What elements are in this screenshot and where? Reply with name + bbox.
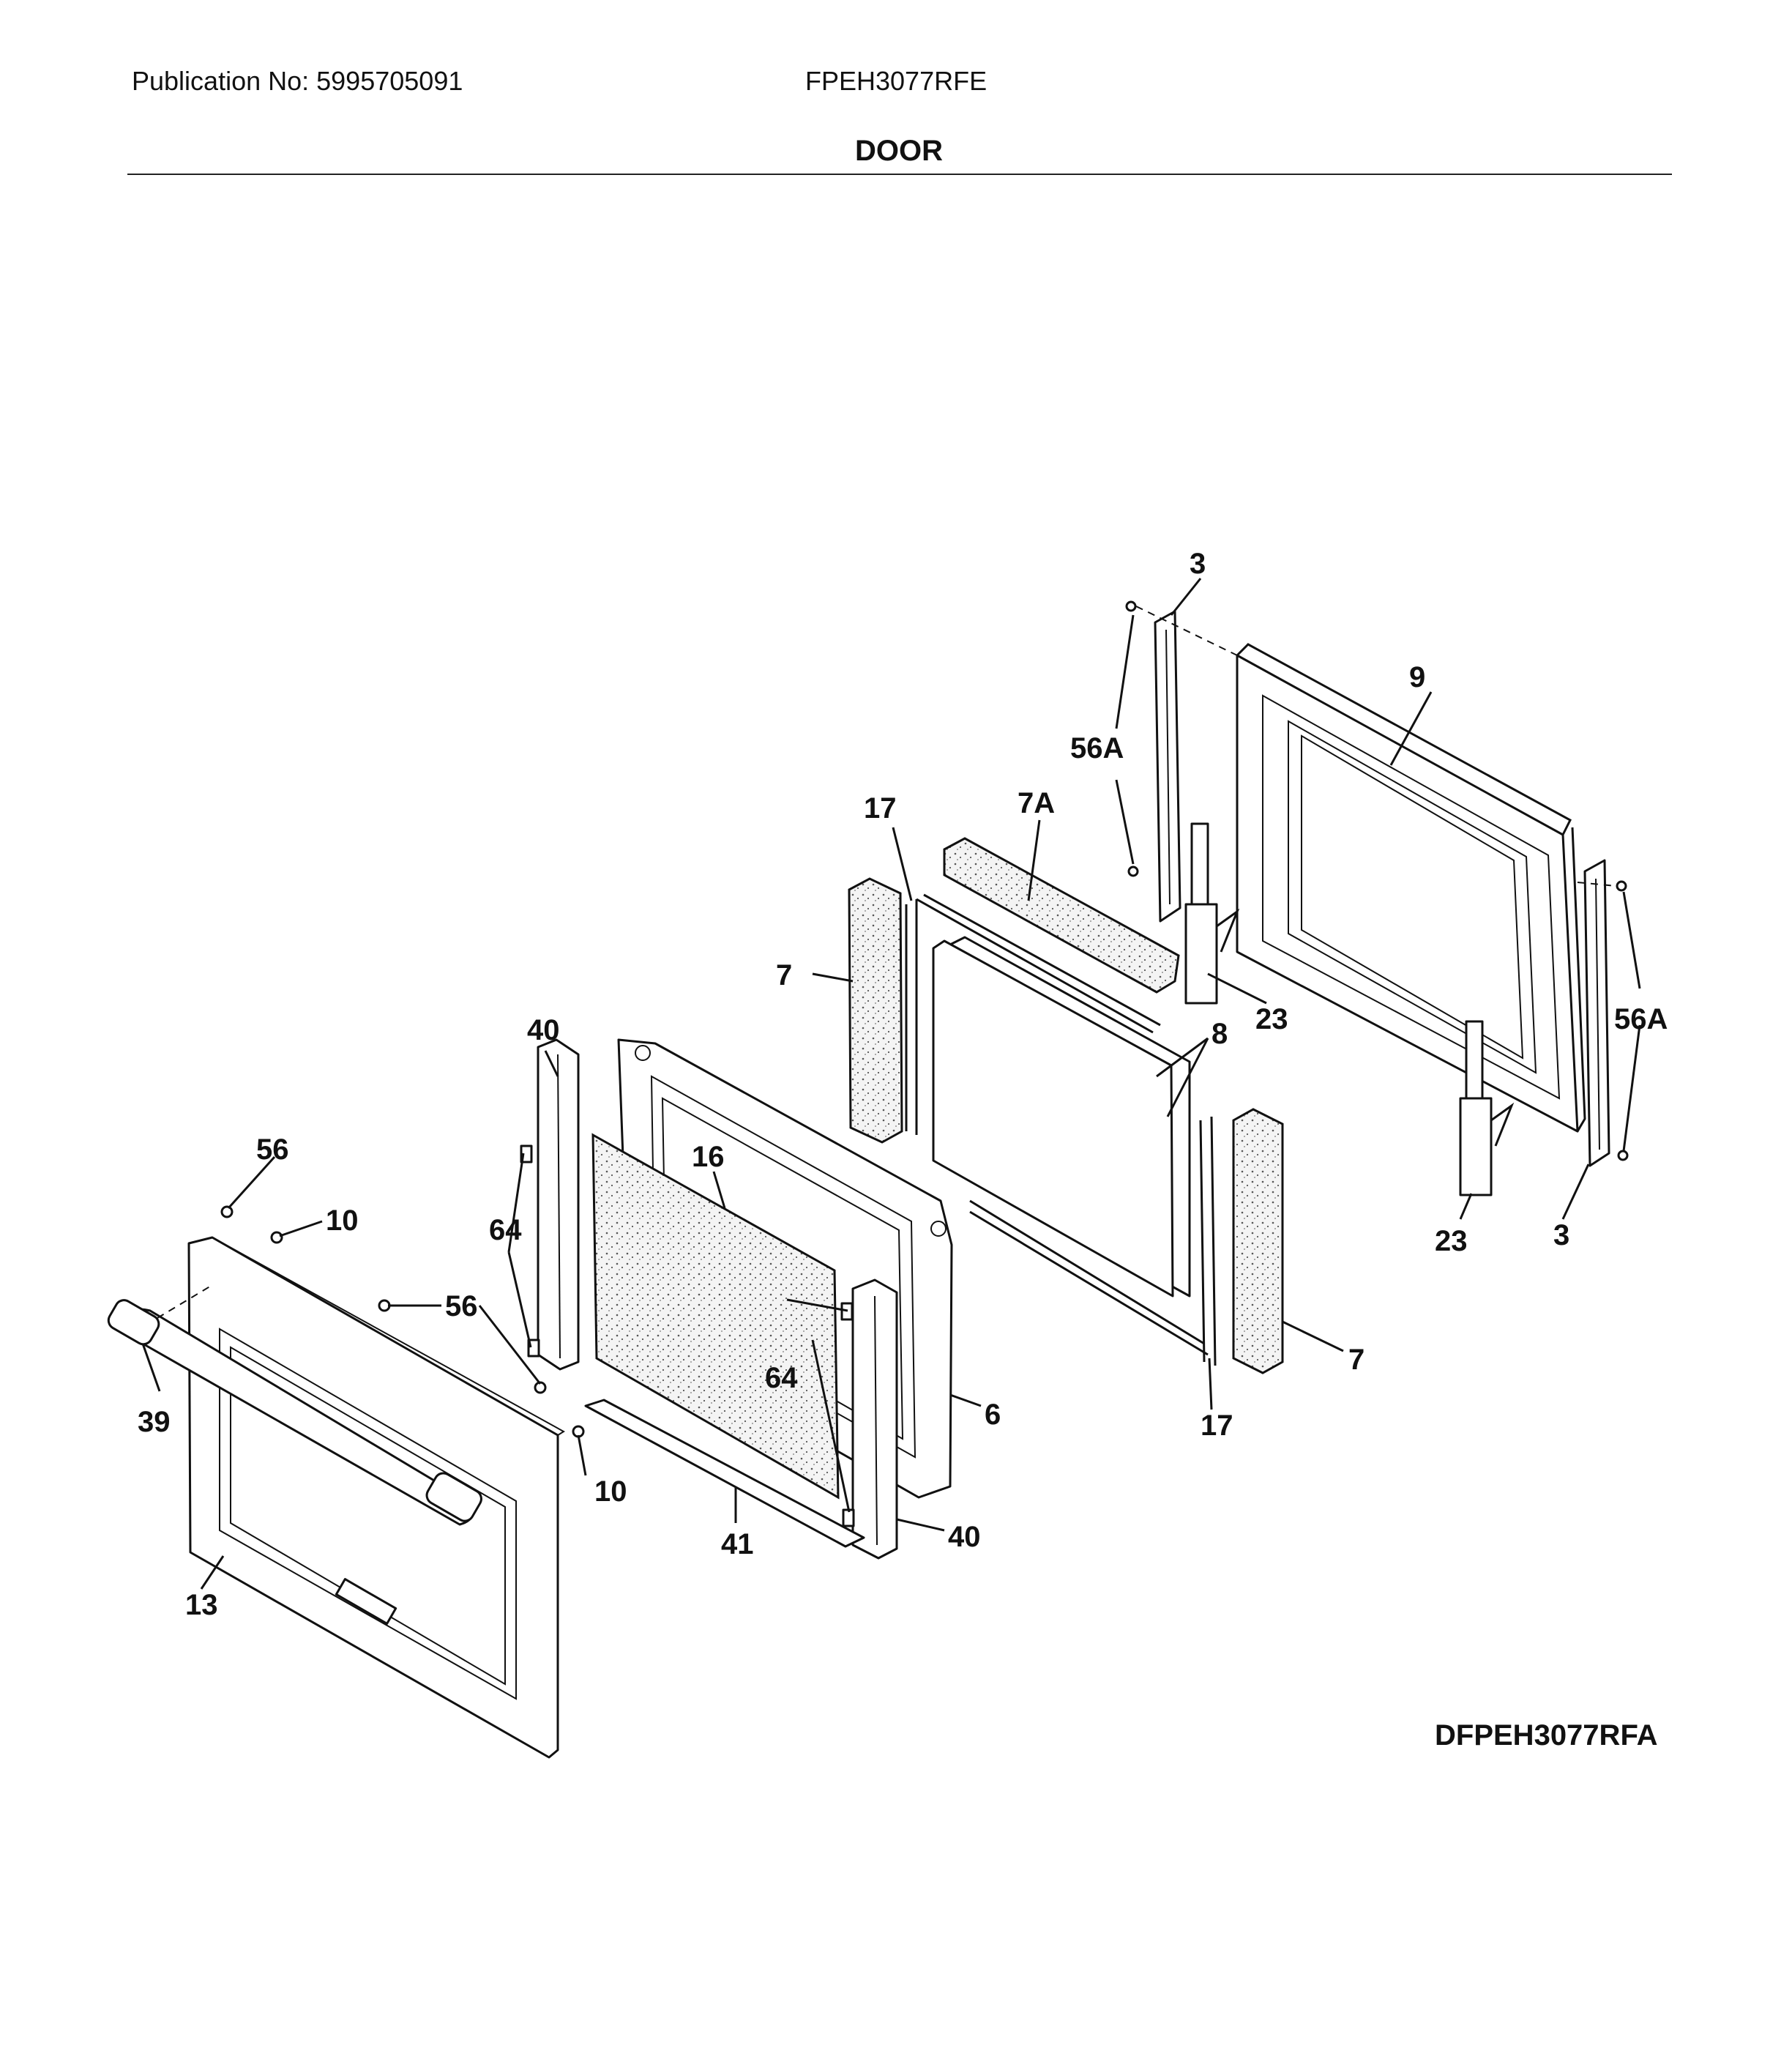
leader-lines <box>141 578 1641 1590</box>
door-handle <box>107 1284 482 1526</box>
callout-64a: 64 <box>489 1214 522 1246</box>
door-channel-right <box>840 1278 898 1560</box>
header-divider <box>127 174 1672 175</box>
callout-64b: 64 <box>765 1362 798 1394</box>
callout-23a: 23 <box>1255 1003 1288 1035</box>
insulation-right <box>1232 1108 1284 1374</box>
callout-9: 9 <box>1409 661 1425 693</box>
insulation-left <box>848 877 903 1144</box>
door-bottom-channel <box>584 1399 865 1548</box>
callout-labels: 3 9 56A 17 7A 7 23 8 56A 40 16 56 10 64 … <box>138 548 1668 1621</box>
callout-16: 16 <box>692 1141 725 1173</box>
section-title: DOOR <box>855 135 943 167</box>
callout-23b: 23 <box>1435 1225 1468 1257</box>
callout-17a: 17 <box>864 792 897 824</box>
inner-door-liner <box>1236 643 1586 1133</box>
callout-39: 39 <box>138 1406 171 1438</box>
hinge-channel-right <box>1583 859 1610 1167</box>
diagram-code: DFPEH3077RFA <box>1435 1719 1658 1751</box>
hinge-channel-left <box>1154 610 1181 923</box>
callout-56Aa: 56A <box>1070 732 1124 764</box>
callout-8: 8 <box>1212 1018 1228 1050</box>
callout-40b: 40 <box>948 1521 981 1553</box>
callout-56b: 56 <box>445 1290 478 1322</box>
callout-10b: 10 <box>594 1475 627 1508</box>
model-number: FPEH3077RFE <box>805 66 988 96</box>
callout-17b: 17 <box>1201 1410 1233 1442</box>
outer-door-panel <box>187 1236 565 1759</box>
callout-56a: 56 <box>256 1133 289 1166</box>
callout-6: 6 <box>985 1399 1001 1431</box>
publication-number: Publication No: 5995705091 <box>132 66 463 96</box>
hinge-lower <box>1459 1020 1515 1196</box>
callout-3b: 3 <box>1553 1219 1569 1251</box>
callout-10a: 10 <box>326 1205 359 1237</box>
callout-13: 13 <box>185 1589 218 1621</box>
glass-channel-left <box>905 893 1161 1135</box>
callout-40a: 40 <box>527 1014 560 1046</box>
hinge-upper <box>1184 822 1240 1005</box>
callout-41: 41 <box>721 1528 754 1560</box>
insulation-top <box>943 837 1180 994</box>
door-channel-left <box>520 1038 580 1371</box>
door-glass-panels <box>932 936 1191 1298</box>
screw-56a-set <box>1125 600 1629 1161</box>
glass-channel-right <box>969 1116 1217 1366</box>
callout-7b: 7 <box>1348 1344 1364 1376</box>
callout-3a: 3 <box>1190 548 1206 580</box>
callout-56Ab: 56A <box>1614 1003 1668 1035</box>
callout-7A: 7A <box>1018 787 1055 819</box>
door-glass-16 <box>591 1133 840 1500</box>
callout-7a: 7 <box>776 959 792 991</box>
